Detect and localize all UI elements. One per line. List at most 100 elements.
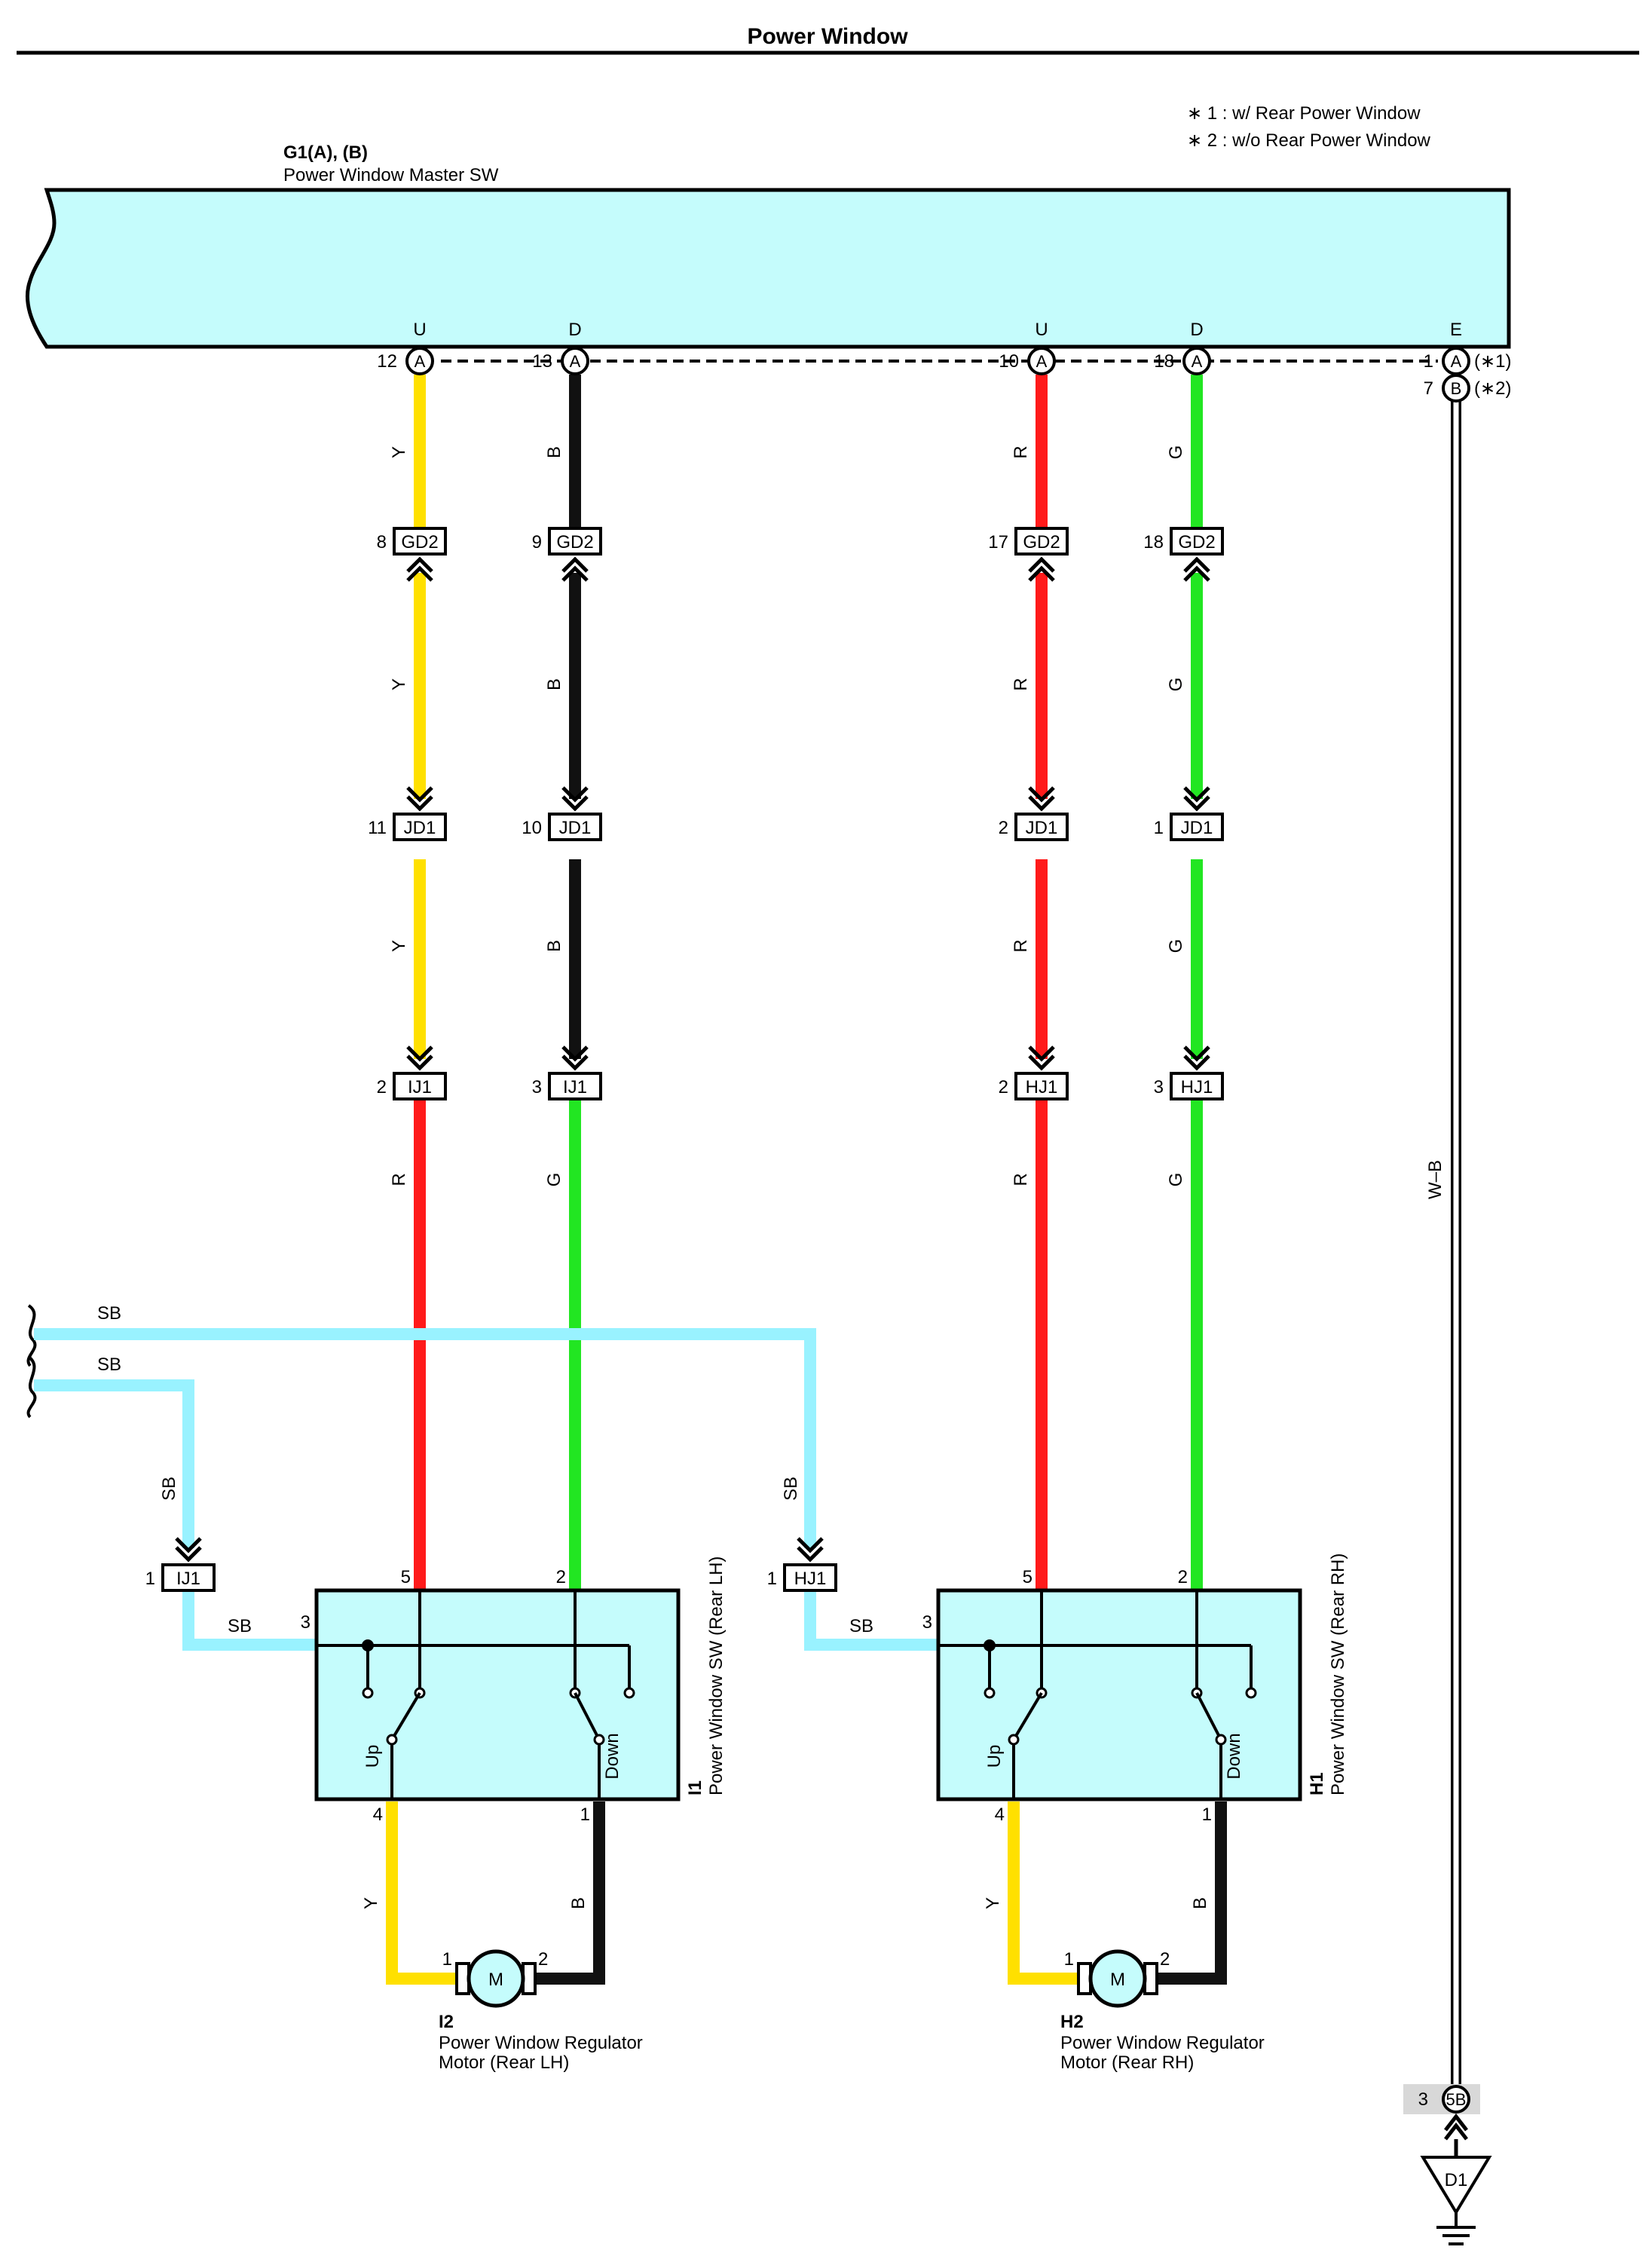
connector-label: IJ1 bbox=[563, 1077, 587, 1097]
connector-box bbox=[1170, 813, 1224, 841]
switch-pin: 2 bbox=[1178, 1567, 1188, 1587]
switch-pin: 4 bbox=[995, 1804, 1005, 1825]
connector-arrow-up bbox=[561, 556, 589, 582]
wire-code-label: G bbox=[1166, 678, 1186, 692]
sb-connector-arrow-down bbox=[175, 1537, 202, 1563]
connector-pin: 2 bbox=[999, 818, 1008, 838]
switch-pin: 3 bbox=[922, 1612, 932, 1633]
switch-contact bbox=[1245, 1687, 1257, 1699]
ground-wire-code: W–B bbox=[1425, 1160, 1446, 1199]
motor-wire-a bbox=[1008, 1801, 1080, 1985]
terminal-badge-letter: A bbox=[1192, 352, 1203, 371]
switch-down-label: Down bbox=[602, 1733, 623, 1779]
connector-box bbox=[1014, 527, 1069, 556]
motor-wire-a bbox=[386, 1801, 458, 1985]
connector-box bbox=[1014, 813, 1069, 841]
motor-pin: 1 bbox=[442, 1949, 452, 1970]
motor-pin: 2 bbox=[1160, 1949, 1170, 1970]
wire-code-label: G bbox=[544, 1173, 564, 1187]
wire-code-label: R bbox=[1011, 678, 1031, 690]
wires-layer bbox=[26, 360, 1461, 2227]
connector-arrow-down bbox=[561, 1045, 589, 1071]
connector-arrow-up bbox=[406, 556, 433, 582]
note-1: ∗ 1 : w/ Rear Power Window bbox=[1187, 103, 1421, 124]
connector-pin: 3 bbox=[532, 1077, 542, 1097]
master-terminal-note-e: (∗1) bbox=[1474, 351, 1511, 372]
motor-wire-b bbox=[1155, 1801, 1227, 1985]
connector-box bbox=[393, 1072, 447, 1100]
connector-label: JD1 bbox=[559, 818, 592, 838]
connector-label: GD2 bbox=[556, 532, 593, 553]
master-terminal-pin-e: 1 bbox=[1424, 351, 1433, 372]
labels-layer: U12D13U10D18E1(∗1)7(∗2)YYYRBBBGRRRRGGGGS… bbox=[97, 320, 1511, 2073]
connector-arrow-down bbox=[406, 1045, 433, 1071]
connector-pin: 10 bbox=[522, 818, 542, 838]
wire-code-label: G bbox=[1166, 1173, 1186, 1187]
connector-box bbox=[1014, 1072, 1069, 1100]
motor-code: I2 bbox=[439, 2012, 454, 2032]
switch-code: H1 bbox=[1307, 1772, 1327, 1795]
terminal-badge-ring bbox=[1182, 347, 1211, 375]
connector-box bbox=[548, 527, 602, 556]
sb-wire-lh bbox=[182, 1592, 317, 1651]
wire-code-label: R bbox=[1011, 445, 1031, 458]
sb-label: SB bbox=[228, 1616, 252, 1636]
connector-pin: 11 bbox=[368, 818, 387, 838]
switch-pin: 1 bbox=[1202, 1804, 1212, 1825]
switch-lever bbox=[574, 1692, 601, 1740]
connector-arrow-down bbox=[406, 786, 433, 812]
sb-label: SB bbox=[159, 1477, 179, 1501]
wire-code-label: G bbox=[1166, 445, 1186, 460]
wire-code-label: G bbox=[1166, 939, 1186, 953]
terminal-badge-e-letter: A bbox=[1451, 352, 1462, 371]
master-terminal-label: D bbox=[1190, 320, 1203, 340]
motor-code: H2 bbox=[1060, 2012, 1084, 2032]
terminal-badge-b-ring bbox=[1442, 374, 1470, 403]
connector-pin: 2 bbox=[999, 1077, 1008, 1097]
master-switch-box bbox=[26, 188, 1511, 349]
motor-pin: 1 bbox=[1064, 1949, 1074, 1970]
parts-layer: GD28JD111IJ12GD29JD110IJ13GD217JD12HJ12G… bbox=[145, 347, 1492, 2245]
switch-pin: 2 bbox=[556, 1567, 566, 1587]
terminal-badge-letter: A bbox=[570, 352, 581, 371]
switch-code: I1 bbox=[685, 1780, 705, 1795]
master-terminal-label: U bbox=[413, 320, 426, 340]
sb-connector-pin: 1 bbox=[145, 1569, 155, 1589]
connector-pin: 9 bbox=[532, 532, 542, 553]
switch-name: Power Window SW (Rear LH) bbox=[706, 1557, 727, 1795]
connector-label: GD2 bbox=[401, 532, 438, 553]
master-terminal-pin: 12 bbox=[377, 351, 397, 372]
switch-contact bbox=[623, 1687, 635, 1699]
connector-label: GD2 bbox=[1023, 532, 1060, 553]
sb-label: SB bbox=[781, 1477, 801, 1501]
master-terminal-pin-b: 7 bbox=[1424, 378, 1433, 399]
motor-circle bbox=[467, 1949, 525, 2008]
motor-name-2: Motor (Rear LH) bbox=[439, 2052, 569, 2073]
master-terminal-label-e: E bbox=[1450, 320, 1462, 340]
master-code: G1(A), (B) bbox=[283, 142, 368, 163]
terminal-badge-ring bbox=[561, 347, 589, 375]
sb-connector-box bbox=[783, 1563, 837, 1592]
note-2: ∗ 2 : w/o Rear Power Window bbox=[1187, 130, 1431, 151]
motor-name: Power Window Regulator bbox=[439, 2033, 643, 2053]
ground-arrow bbox=[1444, 2113, 1468, 2141]
switch-down-label: Down bbox=[1224, 1733, 1244, 1779]
connector-box bbox=[548, 1072, 602, 1100]
wire-code-label: Y bbox=[389, 446, 409, 458]
motor-symbol: M bbox=[488, 1970, 503, 1990]
connector-pin: 3 bbox=[1154, 1077, 1164, 1097]
switch-pin: 5 bbox=[1023, 1567, 1032, 1587]
master-terminal-pin: 13 bbox=[532, 351, 552, 372]
ground-connector-label: 5B bbox=[1446, 2090, 1467, 2109]
wire-break-mark bbox=[26, 1355, 37, 1419]
motor-wire-code: Y bbox=[983, 1897, 1003, 1909]
wire-code-label: B bbox=[544, 446, 564, 458]
switch-up-label: Up bbox=[984, 1745, 1005, 1768]
sb-label: SB bbox=[97, 1354, 121, 1375]
connector-pin: 8 bbox=[377, 532, 387, 553]
switch-pin: 5 bbox=[401, 1567, 411, 1587]
sb-connector-label: IJ1 bbox=[176, 1569, 200, 1589]
wire-code-label: R bbox=[1011, 939, 1031, 952]
connector-box bbox=[393, 527, 447, 556]
